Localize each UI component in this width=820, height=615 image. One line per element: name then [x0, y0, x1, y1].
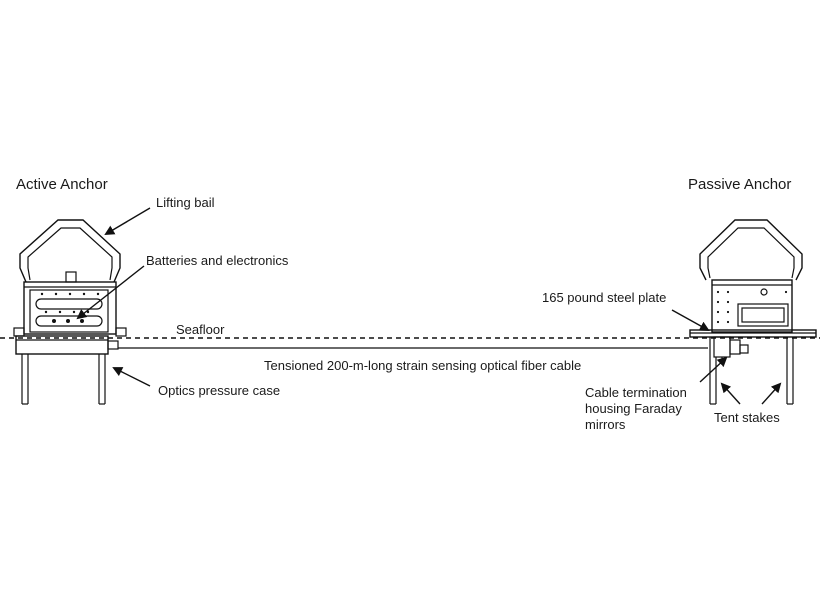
- arrow-cable-termination: [699, 356, 728, 383]
- cable-termination-label: Cable termination housing Faraday mirror…: [585, 385, 687, 432]
- arrow-tent-stake-2: [761, 382, 782, 405]
- arrow-optics-case: [112, 367, 151, 387]
- callout-arrows: [76, 207, 782, 405]
- batteries-label: Batteries and electronics: [146, 253, 289, 268]
- arrow-batteries: [76, 265, 145, 320]
- lifting-bail-label: Lifting bail: [156, 195, 215, 210]
- arrow-lifting-bail: [104, 207, 151, 236]
- tent-stakes-label: Tent stakes: [714, 410, 780, 425]
- cable-label: Tensioned 200-m-long strain sensing opti…: [264, 358, 582, 373]
- steel-plate-label: 165 pound steel plate: [542, 290, 667, 305]
- arrow-tent-stake-1: [720, 382, 741, 405]
- passive-anchor-title: Passive Anchor: [688, 176, 792, 193]
- seafloor-label: Seafloor: [176, 322, 225, 337]
- active-anchor-title: Active Anchor: [16, 176, 108, 193]
- optics-case-label: Optics pressure case: [158, 383, 281, 398]
- active-anchor: [13, 219, 127, 405]
- passive-anchor: [689, 219, 817, 405]
- arrow-steel-plate: [671, 309, 710, 331]
